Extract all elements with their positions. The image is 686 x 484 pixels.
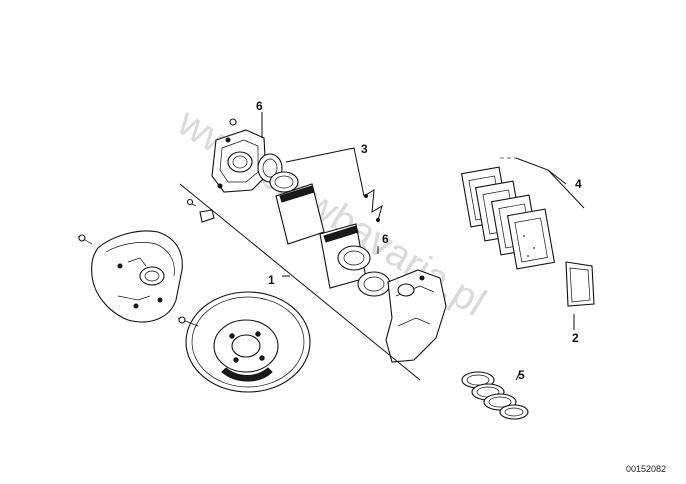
brake-pad-set[interactable] <box>460 166 556 270</box>
callout-3: 3 <box>361 142 368 156</box>
watermark-text: www.bmwbavaria.pl <box>169 100 493 325</box>
brake-disc[interactable] <box>185 291 311 393</box>
document-number: 00152082 <box>626 464 666 474</box>
callout-4: 4 <box>575 177 582 191</box>
piston-seal-kit[interactable] <box>461 371 529 420</box>
brake-pad-single[interactable] <box>565 261 595 307</box>
anti-rattle-spring[interactable] <box>363 189 383 222</box>
callout-6-lower: 6 <box>382 232 389 246</box>
pad-set-4 <box>506 208 556 270</box>
callout-6-upper: 6 <box>256 99 263 113</box>
brake-pad-upper-left[interactable] <box>275 183 325 245</box>
caliper-housing[interactable] <box>385 269 447 363</box>
callout-2: 2 <box>572 331 579 345</box>
callout-5: 5 <box>518 368 525 382</box>
piston-upper[interactable] <box>257 153 299 193</box>
callout-1: 1 <box>268 273 275 287</box>
piston-lower[interactable] <box>337 245 391 297</box>
leader-lines <box>179 112 585 381</box>
carrier-bolt[interactable] <box>186 198 215 223</box>
disc-screw[interactable] <box>177 316 199 327</box>
dust-shield[interactable] <box>91 230 183 323</box>
caliper-carrier[interactable] <box>211 129 267 193</box>
bleed-nipple[interactable] <box>229 118 237 126</box>
shield-screw[interactable] <box>77 234 93 245</box>
